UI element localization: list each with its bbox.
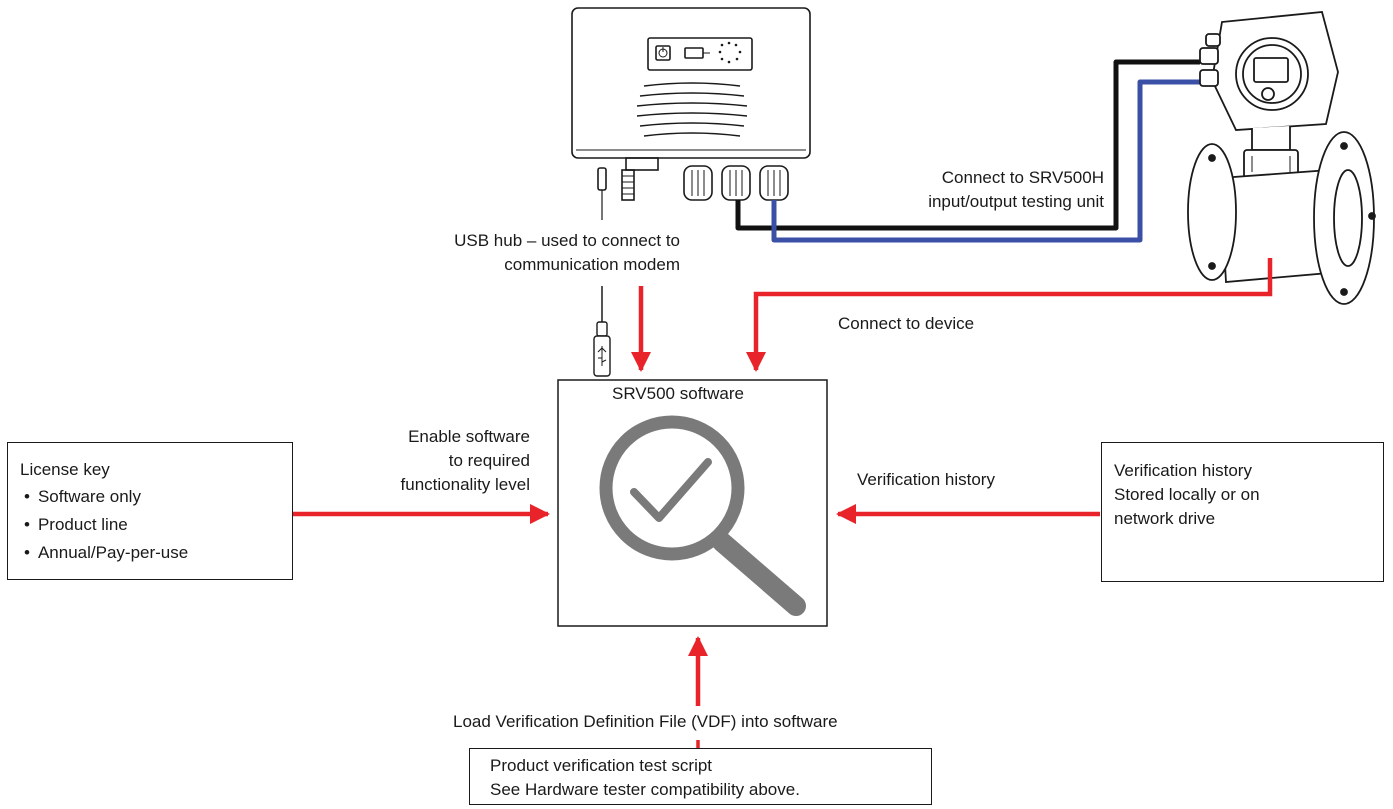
blue-cable (771, 79, 1200, 243)
history-arrow-label: Verification history (857, 470, 995, 489)
black-cable (735, 59, 1200, 231)
tester-unit-icon (571, 7, 811, 220)
license-key-title: License key (20, 460, 110, 479)
usb-hub-label-line2: communication modem (504, 255, 680, 274)
vdf-script-box: Product verification test script See Har… (469, 748, 932, 805)
usb-hub-label-line1: USB hub – used to connect to (454, 231, 680, 250)
license-options-list: Software only Product line Annual/Pay-pe… (20, 483, 292, 567)
usb-hub-label: USB hub – used to connect to communicati… (372, 229, 680, 277)
flowmeter-icon (1187, 11, 1376, 305)
srv500h-label-line1: Connect to SRV500H (941, 168, 1104, 187)
vdf-box-line: See Hardware tester compatibility above. (490, 780, 800, 799)
enable-label-line2: to required (448, 451, 530, 470)
verification-history-box: Verification history Stored locally or o… (1101, 442, 1384, 582)
magnifier-check-icon (599, 415, 806, 616)
connect-device-label: Connect to device (838, 314, 975, 333)
history-box-line: Verification history (1114, 461, 1252, 480)
license-key-box: License key Software only Product line A… (7, 442, 293, 580)
usb-plug-icon (593, 286, 611, 377)
enable-software-label: Enable software to required functionalit… (340, 425, 530, 497)
srv500h-label-line2: input/output testing unit (928, 192, 1104, 211)
license-option-item: Software only (20, 483, 292, 511)
vdf-label: Load Verification Definition File (VDF) … (453, 712, 838, 731)
vdf-box-line: Product verification test script (490, 756, 713, 775)
enable-label-line1: Enable software (408, 427, 530, 446)
history-box-line: Stored locally or on (1114, 485, 1260, 504)
arrow-device-to-software (745, 258, 1273, 373)
license-option-item: Product line (20, 511, 292, 539)
history-box-line: network drive (1114, 509, 1216, 528)
srv500h-label: Connect to SRV500H input/output testing … (868, 166, 1104, 214)
enable-label-line3: functionality level (400, 475, 530, 494)
software-box-title: SRV500 software (612, 384, 744, 403)
license-option-item: Annual/Pay-per-use (20, 539, 292, 567)
